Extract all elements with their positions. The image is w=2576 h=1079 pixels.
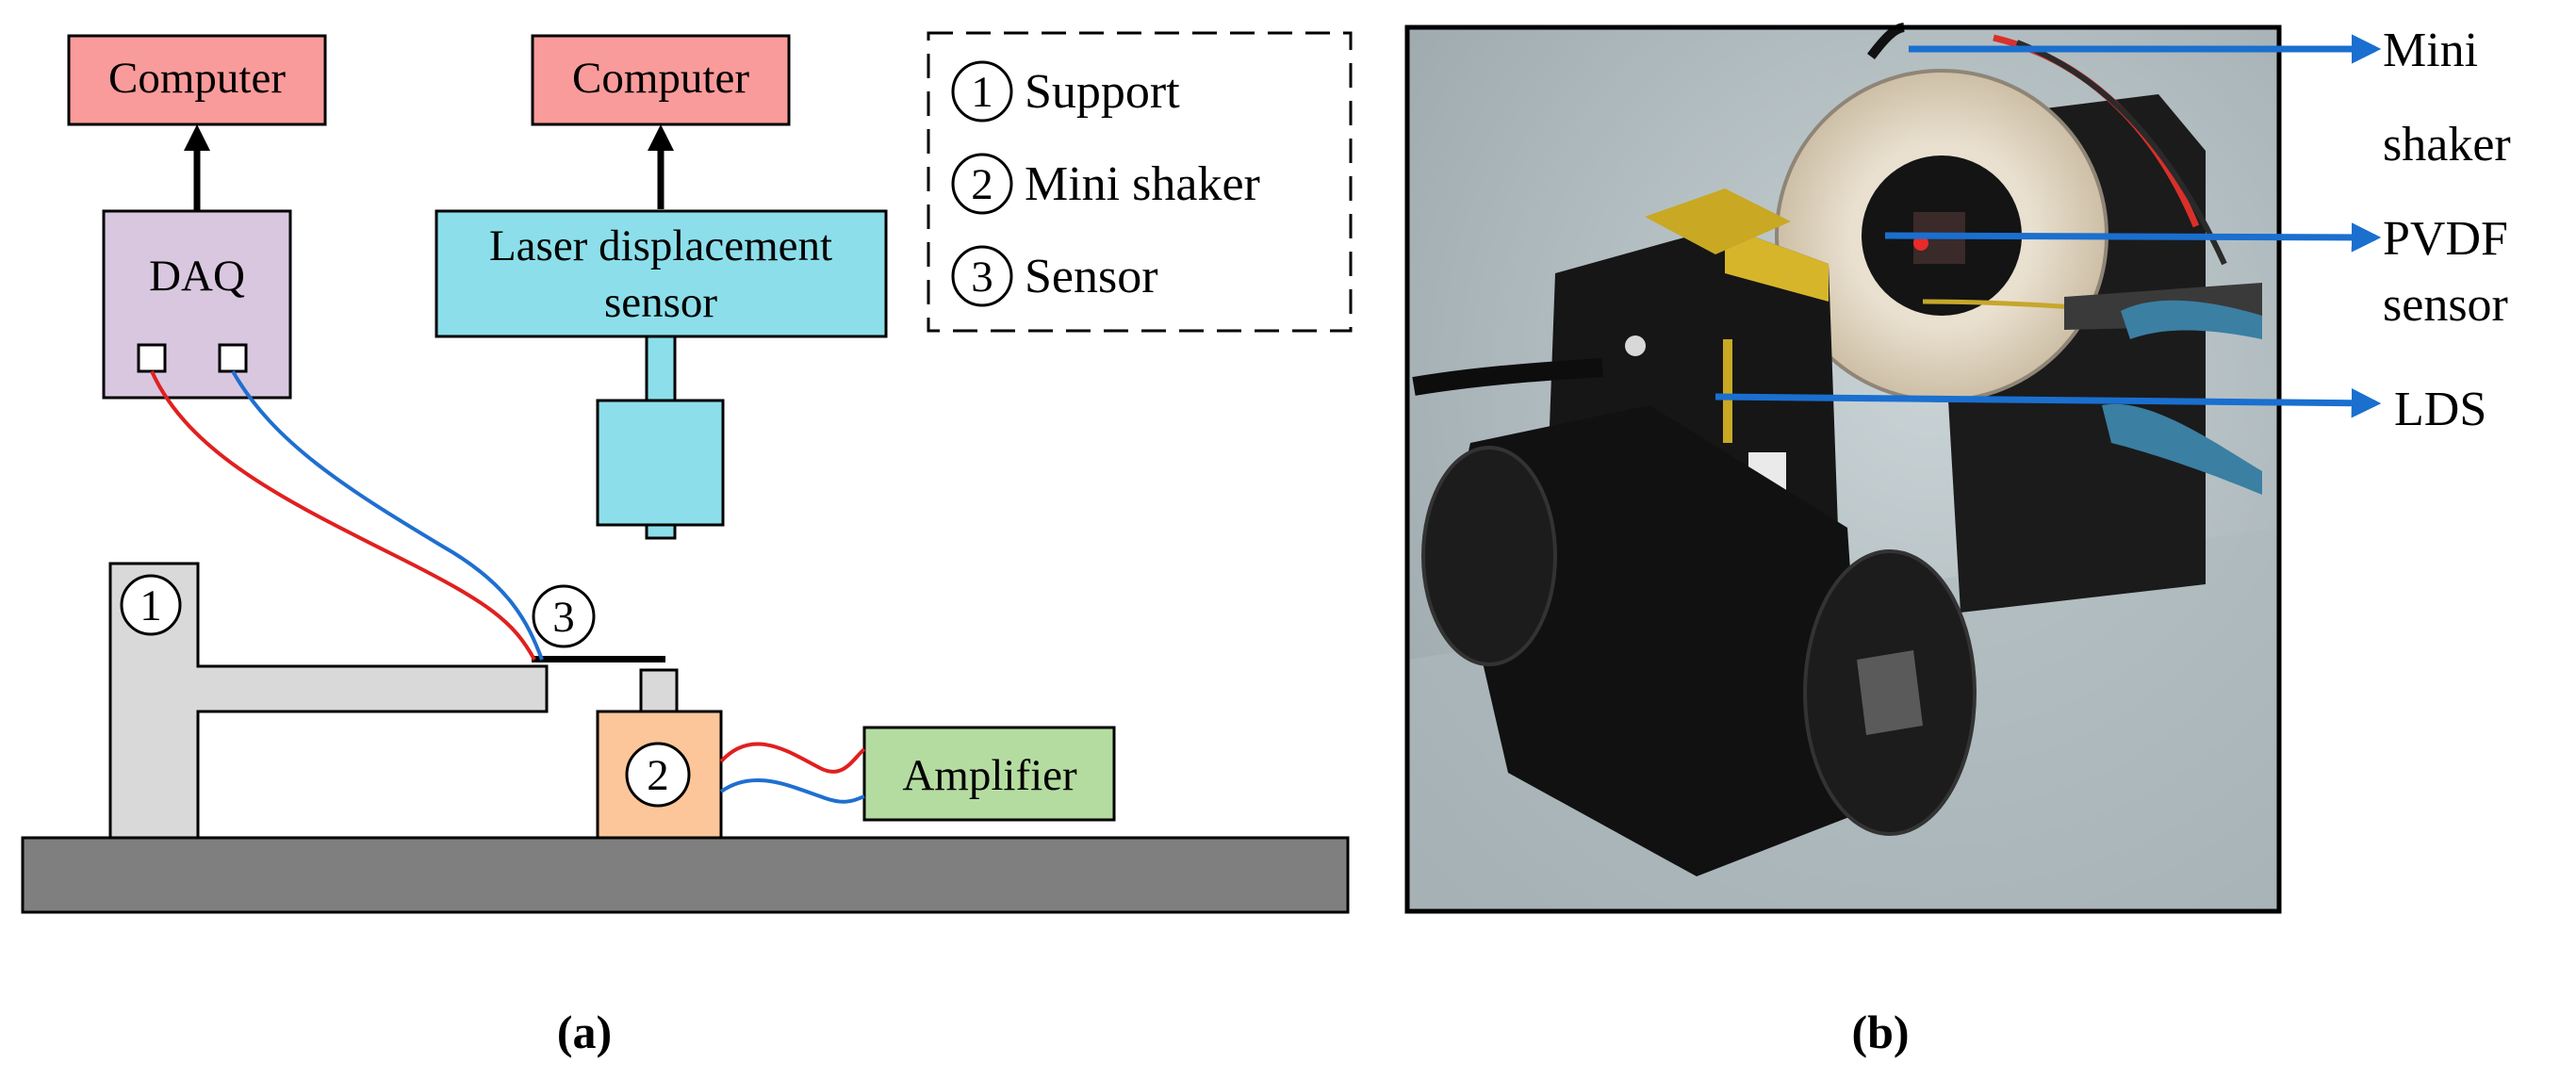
svg-text:1: 1 (971, 68, 993, 117)
label-pvdf-1: PVDF (2383, 212, 2508, 266)
sensor-marker (532, 584, 596, 648)
panel-b: Mini shaker PVDF sensor LDS (b) (1404, 23, 2511, 1058)
caption-b: (b) (1851, 1005, 1909, 1058)
legend-item-mini-shaker: 2 Mini shaker (951, 153, 1260, 215)
legend-box (927, 31, 1353, 333)
computer-left-box (67, 34, 327, 126)
daq-box (102, 209, 292, 400)
support-structure (108, 562, 549, 840)
daq-port-right (218, 343, 248, 373)
legend-item-sensor: 3 Sensor (951, 245, 1158, 307)
amp-wire-red (719, 742, 866, 774)
lds-box (435, 209, 888, 338)
legend-item-support: 1 Support (951, 60, 1180, 123)
label-lds: LDS (2394, 383, 2486, 436)
label-pvdf-2: sensor (2383, 278, 2508, 332)
computer-right-box (531, 34, 791, 126)
label-mini-shaker-1: Mini (2383, 24, 2478, 77)
photo-knob-left (1421, 446, 1557, 666)
support-marker-number: 1 (139, 581, 162, 630)
pvdf-sensor-strip (532, 656, 665, 662)
photo-clip-tip-2 (2102, 403, 2262, 495)
lds-lens (645, 523, 677, 540)
lds-label-line2: sensor (604, 278, 717, 327)
daq-wire-red (150, 370, 536, 661)
support-marker (120, 574, 182, 636)
photo-stage (1452, 405, 1866, 876)
amp-wire-blue (719, 777, 865, 804)
caption-a: (a) (557, 1005, 612, 1058)
svg-text:Sensor: Sensor (1025, 250, 1158, 303)
shaker-marker (625, 742, 691, 808)
base-plate (21, 836, 1350, 914)
amplifier-label: Amplifier (902, 751, 1077, 800)
amplifier-box (862, 726, 1116, 822)
computer-left-label: Computer (108, 54, 286, 103)
svg-text:Support: Support (1025, 65, 1180, 119)
svg-text:2: 2 (971, 160, 993, 209)
lds-head (596, 399, 725, 527)
photo-clip-tip-1 (2121, 300, 2262, 339)
arrow-pvdf-sensor (1884, 222, 2382, 253)
sensor-marker-number: 3 (552, 593, 575, 642)
label-mini-shaker-2: shaker (2383, 118, 2511, 172)
arrow-lds (1715, 387, 2382, 418)
daq-port-left (137, 343, 167, 373)
svg-text:Mini shaker: Mini shaker (1025, 157, 1260, 211)
lds-stem (645, 335, 677, 402)
daq-label: DAQ (149, 252, 245, 301)
photo-frame (1404, 23, 2282, 914)
shaker-marker-number: 2 (647, 751, 669, 800)
panel-a: Computer DAQ Computer Laser displacement… (21, 31, 1353, 1058)
daq-wire-blue (231, 370, 544, 661)
lds-label-line1: Laser displacement (489, 221, 832, 270)
svg-text:3: 3 (971, 253, 993, 302)
computer-right-label: Computer (572, 54, 749, 103)
shaker-stinger (639, 668, 679, 713)
